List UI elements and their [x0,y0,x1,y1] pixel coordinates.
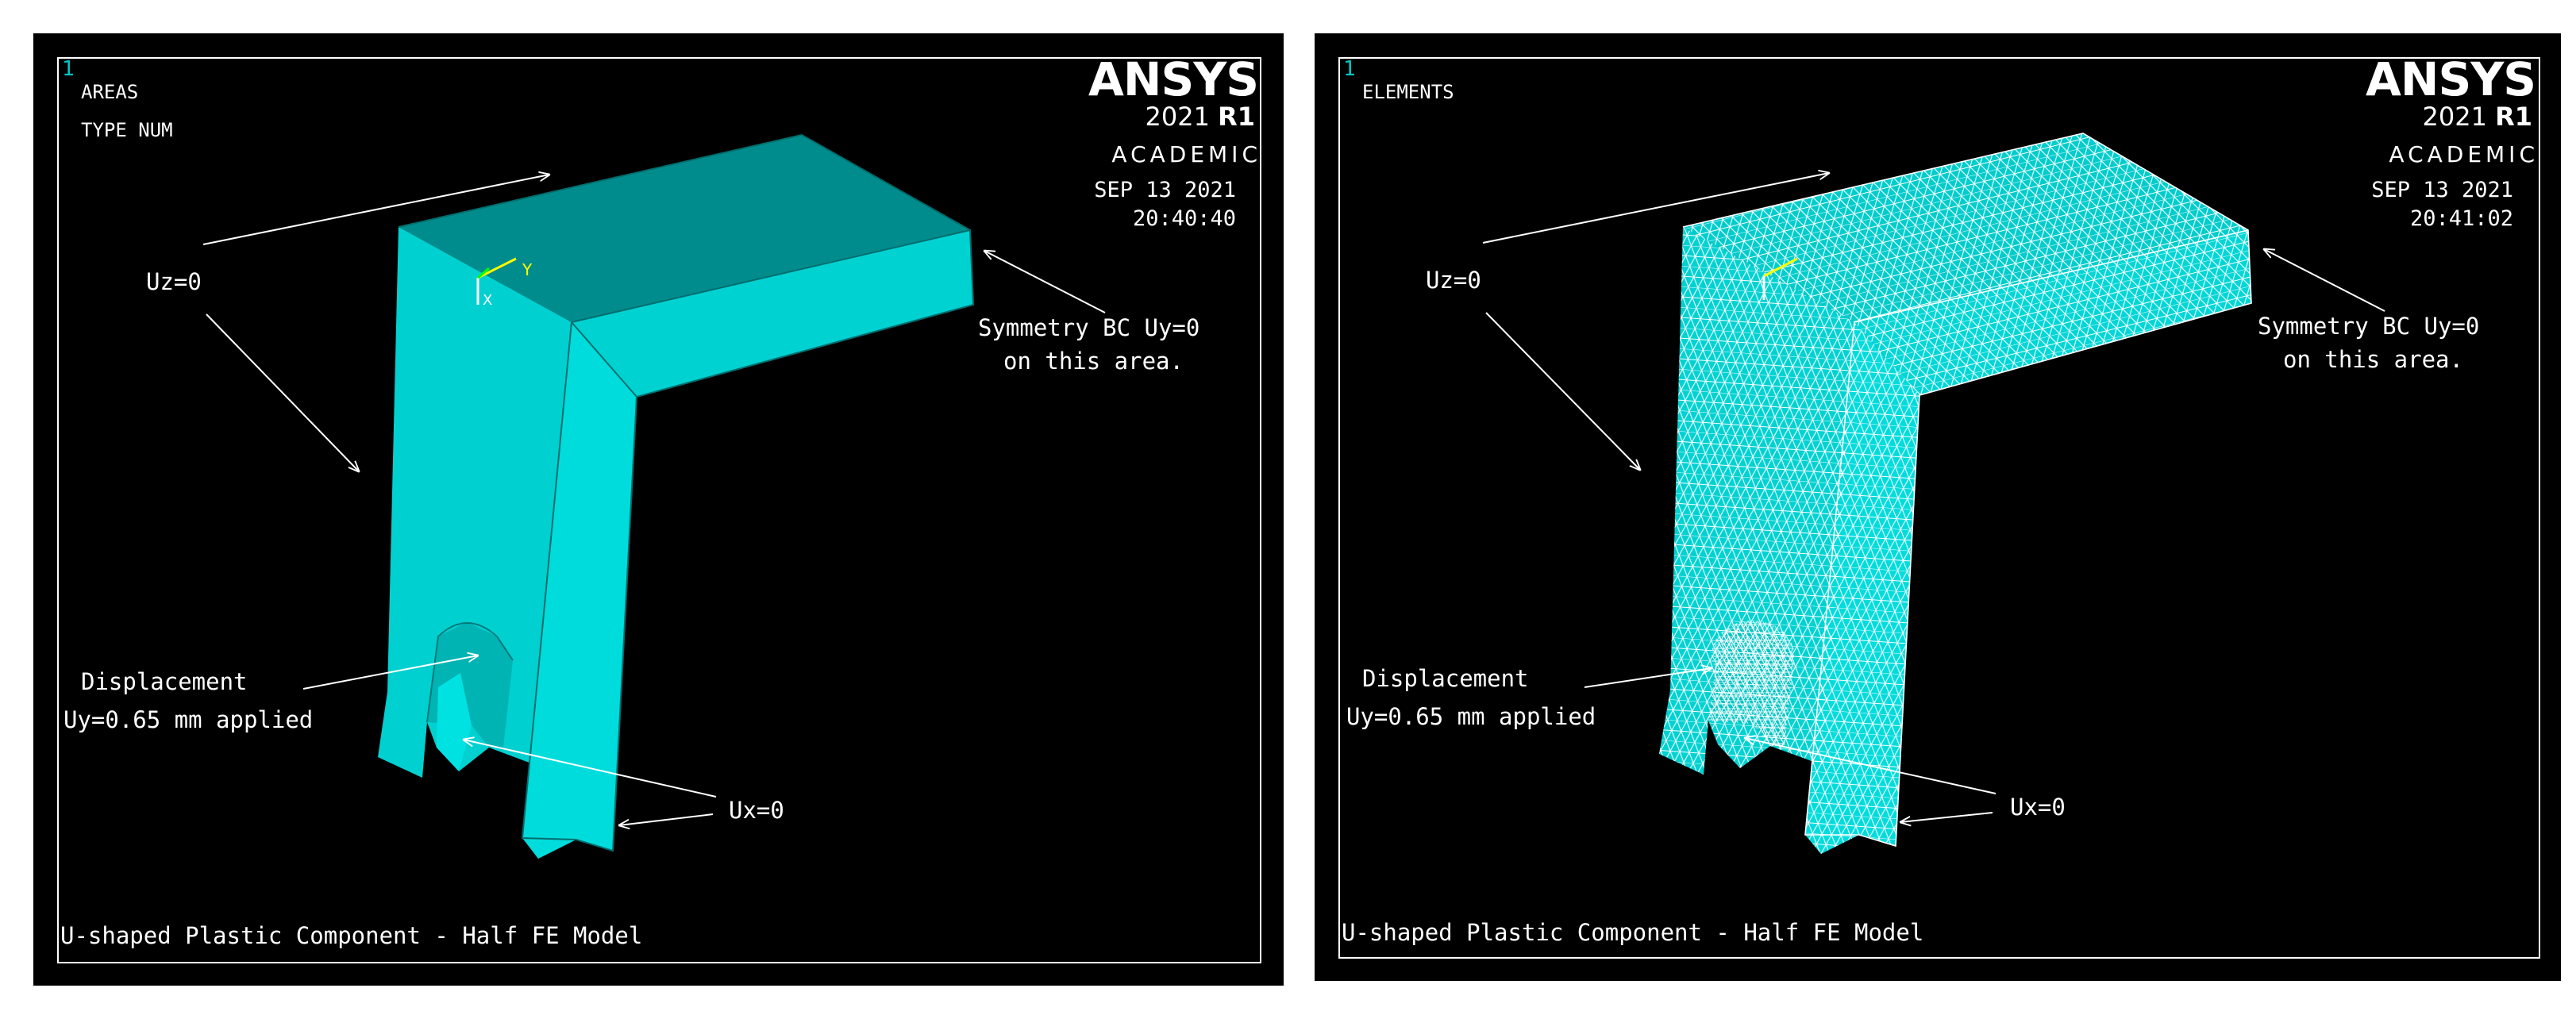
symmetry-label-line1: Symmetry BC Uy=0 [978,314,1200,341]
model-vertical-face [378,227,572,778]
coordinate-triad-icon [1762,257,1798,300]
ux-arrow-inner [464,740,717,798]
model-top-face [399,135,970,322]
annotation-leaders [202,175,1106,825]
displacement-arrow [302,656,478,690]
mesh-front-grid [1854,230,2251,395]
model-viewport[interactable] [33,33,1284,986]
displacement-label-line1: Displacement [81,668,248,695]
symmetry-label-line1: Symmetry BC Uy=0 [2258,313,2480,340]
symmetry-arrow [984,251,1106,313]
graphics-frame [57,57,1261,963]
symmetry-arrow [2264,249,2385,312]
date-label: SEP 13 2021 [2371,178,2513,202]
uz-arrow-top [202,175,549,245]
displacement-arrow [1584,668,1712,688]
mesh-refined-zone [1712,621,1794,687]
ux-arrow-inner [1745,738,1996,794]
mesh-top-grid [1683,133,2248,322]
date-label: SEP 13 2021 [1094,178,1236,202]
graphics-frame [1338,57,2540,959]
symmetry-label-line2: on this area. [2283,346,2463,373]
uz-label: Uz=0 [146,268,202,295]
edition-label: ACADEMIC [2389,141,2539,167]
model-leg-front-face [522,322,637,859]
displacement-label-line2: Uy=0.65 mm applied [1346,703,1596,730]
triad-y-label: Y [522,260,533,279]
ansys-logo: ANSYS [1088,52,1259,106]
graphics-window-elements[interactable]: 1 ELEMENTS ANSYS 2021 R1 ACADEMIC SEP 13… [1315,33,2561,981]
plot-title: U-shaped Plastic Component - Half FE Mod… [60,922,643,949]
triad-x-label: X [483,292,493,309]
annotation-leaders [1482,173,2385,822]
graphics-window-areas[interactable]: 1 AREAS TYPE NUM ANSYS 2021 R1 ACADEMIC … [33,33,1284,986]
model-edge-lines-2 [571,321,637,398]
mesh-viewport[interactable] [1315,33,2561,981]
ansys-logo: ANSYS [2366,52,2536,106]
ux-arrow-outer [619,813,714,825]
time-label: 20:40:40 [1132,206,1236,231]
plot-type-label: AREAS [81,81,139,103]
uz-label: Uz=0 [1426,267,1481,294]
plot-title: U-shaped Plastic Component - Half FE Mod… [1342,919,1924,946]
window-number: 1 [62,57,75,81]
plot-type-label: ELEMENTS [1362,81,1454,103]
mesh-leg-grid [1805,322,1919,854]
uz-arrow-top [1482,173,1829,244]
uz-arrow-side [1485,312,1640,470]
plot-option-label: TYPE NUM [81,119,173,141]
time-label: 20:41:02 [2409,206,2513,231]
version-label: 2021 R1 [2422,102,2532,132]
window-number: 1 [1343,57,1356,81]
mesh-edge-lines [1682,133,2252,848]
ux-arrow-outer [1900,812,1993,822]
uz-arrow-side [206,313,359,471]
ux-label: Ux=0 [729,797,784,824]
coordinate-triad-icon [476,257,517,305]
mesh-vertical-grid [1659,227,1854,775]
version-label: 2021 R1 [1145,102,1255,132]
model-edge-lines [398,133,975,852]
displacement-label-line2: Uy=0.65 mm applied [64,706,314,733]
model-slot-edge [426,622,514,723]
ux-label: Ux=0 [2010,794,2066,821]
symmetry-label-line2: on this area. [1003,348,1184,375]
edition-label: ACADEMIC [1111,141,1261,167]
displacement-label-line1: Displacement [1362,665,1529,692]
model-upper-front-face [572,230,973,397]
